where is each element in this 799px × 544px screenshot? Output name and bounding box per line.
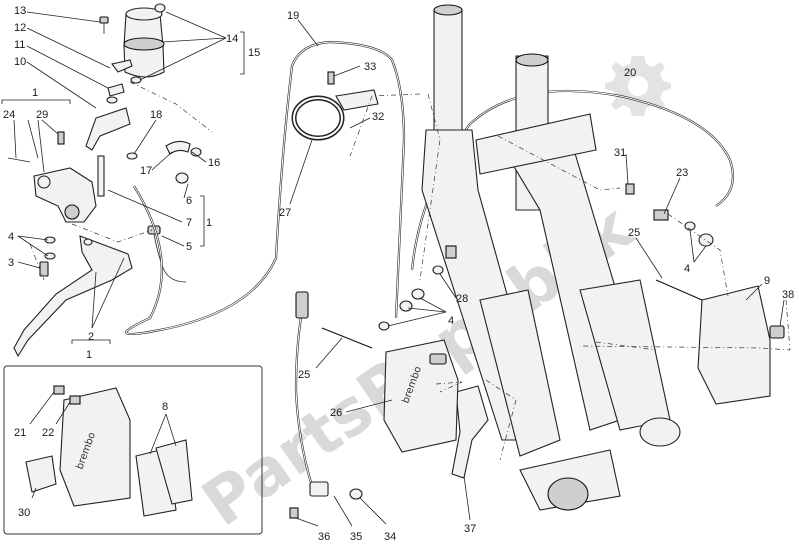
callout-31: 31 — [614, 147, 626, 159]
right-caliper — [697, 285, 785, 405]
inset-frame — [3, 365, 263, 535]
callout-5: 5 — [186, 241, 192, 253]
callout-14: 14 — [226, 33, 238, 45]
callout-1c: 1 — [86, 349, 92, 361]
callout-33: 33 — [364, 61, 376, 73]
callout-1b: 1 — [206, 217, 212, 229]
callout-1: 1 — [32, 87, 38, 99]
callout-32: 32 — [372, 111, 384, 123]
hose-clamp — [291, 71, 379, 141]
callout-3: 3 — [8, 257, 14, 269]
callout-7: 7 — [186, 217, 192, 229]
callout-35: 35 — [350, 531, 362, 543]
callout-25b: 25 — [298, 369, 310, 381]
callout-28: 28 — [456, 293, 468, 305]
callout-22: 22 — [42, 427, 54, 439]
callout-30: 30 — [18, 507, 30, 519]
callout-38: 38 — [782, 289, 794, 301]
callout-9: 9 — [764, 275, 770, 287]
callout-21: 21 — [14, 427, 26, 439]
callout-18: 18 — [150, 109, 162, 121]
callout-34: 34 — [384, 531, 396, 543]
callout-16: 16 — [208, 157, 220, 169]
callout-17: 17 — [140, 165, 152, 177]
callout-24: 24 — [3, 109, 15, 121]
inset-caliper: brembo — [25, 385, 193, 517]
callout-15: 15 — [248, 47, 260, 59]
callout-36: 36 — [318, 531, 330, 543]
callout-2: 2 — [88, 331, 94, 343]
front-fork — [421, 4, 681, 511]
gear-icon — [605, 56, 671, 116]
callout-labels: 13 12 11 10 1 24 29 18 17 16 14 15 6 7 1… — [3, 5, 794, 543]
callout-29: 29 — [36, 109, 48, 121]
callout-4b: 4 — [684, 263, 690, 275]
callout-13: 13 — [14, 5, 26, 17]
callout-20: 20 — [624, 67, 636, 79]
callout-leaders — [1, 11, 785, 527]
callout-11: 11 — [14, 39, 25, 51]
callout-6: 6 — [186, 195, 192, 207]
assembly-guides — [29, 81, 791, 461]
callout-23: 23 — [676, 167, 688, 179]
callout-26: 26 — [330, 407, 342, 419]
callout-12: 12 — [14, 22, 26, 34]
callout-25a: 25 — [628, 227, 640, 239]
brake-hose-19 — [125, 40, 406, 336]
callout-4a: 4 — [8, 231, 14, 243]
callout-37: 37 — [464, 523, 476, 535]
callout-8: 8 — [162, 401, 168, 413]
callout-19: 19 — [287, 10, 299, 22]
callout-27: 27 — [279, 207, 291, 219]
callout-4c: 4 — [448, 315, 454, 327]
master-cylinder-group — [7, 3, 202, 358]
left-caliper: brembo — [383, 339, 459, 453]
callout-10: 10 — [14, 56, 26, 68]
